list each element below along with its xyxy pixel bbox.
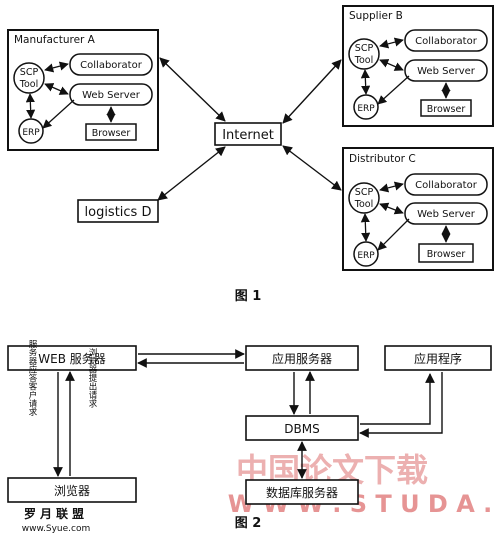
supplier-b-box (342, 5, 494, 127)
scp-label: SCP (355, 187, 374, 198)
link-distributor-internet (282, 145, 342, 191)
collaborator-label: Collaborator (80, 60, 143, 71)
request-label: 浏览器提出请求 (87, 348, 97, 408)
app-program-label: 应用程序 (414, 351, 462, 366)
db-server-label: 数据库服务器 (266, 485, 338, 500)
erp-label: ERP (357, 251, 375, 261)
erp-label: ERP (22, 128, 40, 138)
arrow-program-to-dbms (359, 372, 443, 438)
dbms-label: DBMS (284, 422, 319, 436)
app-server-label: 应用服务器 (272, 351, 332, 366)
scp-label: SCP (355, 43, 374, 54)
figure-1-caption: 图 1 (235, 289, 262, 304)
browser-label: Browser (427, 249, 466, 260)
figure-1: Manufacturer A SCP Tool Collaborator Web… (7, 5, 494, 304)
manufacturer-a-box (7, 29, 159, 151)
app-server-box (245, 345, 359, 371)
distributor-c-title: Distributor C (349, 153, 416, 165)
scp-tool-circle (348, 182, 380, 214)
arrow-web-erp (377, 75, 410, 105)
supplier-b-title: Supplier B (349, 10, 403, 22)
figure-2-caption: 图 2 (235, 516, 262, 531)
browser-box (420, 99, 472, 117)
collaborator-box (404, 173, 488, 196)
arrow-scp-erp (25, 93, 36, 119)
app-program-box (384, 345, 492, 371)
arrow-web-erp (42, 99, 75, 129)
distributor-c-box (342, 147, 494, 271)
internet-label: Internet (222, 128, 274, 143)
arrow-web-erp (377, 218, 410, 251)
arrow-scp-collab (379, 37, 404, 49)
web-server-box (404, 202, 488, 225)
arrow-dbms-to-program (360, 373, 435, 425)
site-watermark-url: www.Syue.com (22, 524, 90, 534)
erp-circle (353, 94, 379, 120)
browser-box (418, 243, 474, 263)
web-server-label: WEB 服务器 (38, 351, 106, 366)
collaborator-label: Collaborator (415, 36, 478, 47)
site-watermark: 罗月联盟 www.Syue.com (0, 503, 112, 535)
web-server-box (404, 59, 488, 82)
browser-label: 浏览器 (54, 483, 90, 498)
arrow-scp-erp (360, 69, 371, 95)
web-server-label: Web Server (82, 90, 141, 101)
browser-label: Browser (92, 128, 131, 139)
site-watermark-cn: 罗月联盟 (24, 506, 88, 521)
web-server-box (69, 83, 153, 106)
browser-box (7, 477, 137, 503)
arrow-scp-collab (44, 61, 69, 73)
link-logistics-internet (157, 146, 226, 201)
internet-box (214, 122, 282, 146)
db-server-box (245, 479, 359, 505)
response-label: 服务器应答客户请求 (27, 340, 37, 417)
link-manufacturer-internet (159, 57, 226, 122)
tool-label: Tool (354, 199, 373, 210)
tool-label: Tool (19, 79, 38, 90)
scp-tool-circle (348, 38, 380, 70)
manufacturer-a-node: Manufacturer A SCP Tool Collaborator Web… (7, 29, 159, 151)
erp-label: ERP (357, 104, 375, 114)
web-server-label: Web Server (417, 66, 476, 77)
arrow-scp-web (44, 83, 69, 95)
link-supplier-internet (282, 59, 342, 124)
collaborator-box (69, 53, 153, 76)
web-server-box (7, 345, 137, 371)
manufacturer-a-title: Manufacturer A (14, 34, 96, 46)
browser-label: Browser (427, 104, 466, 115)
logistics-d-box (77, 199, 159, 223)
arrow-scp-collab (379, 181, 404, 193)
figure-2: 中国论文下载 W W W . S T U D A . WEB 服务器 应用服务器… (7, 340, 492, 531)
arrow-scp-web (379, 202, 404, 215)
logistics-d-node: logistics D (77, 199, 159, 223)
collaborator-label: Collaborator (415, 180, 478, 191)
scp-tool-circle (13, 62, 45, 94)
internet-node: Internet (214, 122, 282, 146)
arrow-scp-erp (360, 213, 371, 242)
dbms-box (245, 415, 359, 441)
arrow-scp-web (379, 59, 404, 71)
tool-label: Tool (354, 55, 373, 66)
erp-circle (18, 118, 44, 144)
supplier-b-node: Supplier B SCP Tool Collaborator Web Ser… (342, 5, 494, 127)
scp-label: SCP (20, 67, 39, 78)
web-server-label: Web Server (417, 209, 476, 220)
erp-circle (353, 241, 379, 267)
logistics-d-label: logistics D (85, 205, 152, 220)
collaborator-box (404, 29, 488, 52)
distributor-c-node: Distributor C SCP Tool Collaborator Web … (342, 147, 494, 271)
browser-box (85, 123, 137, 141)
